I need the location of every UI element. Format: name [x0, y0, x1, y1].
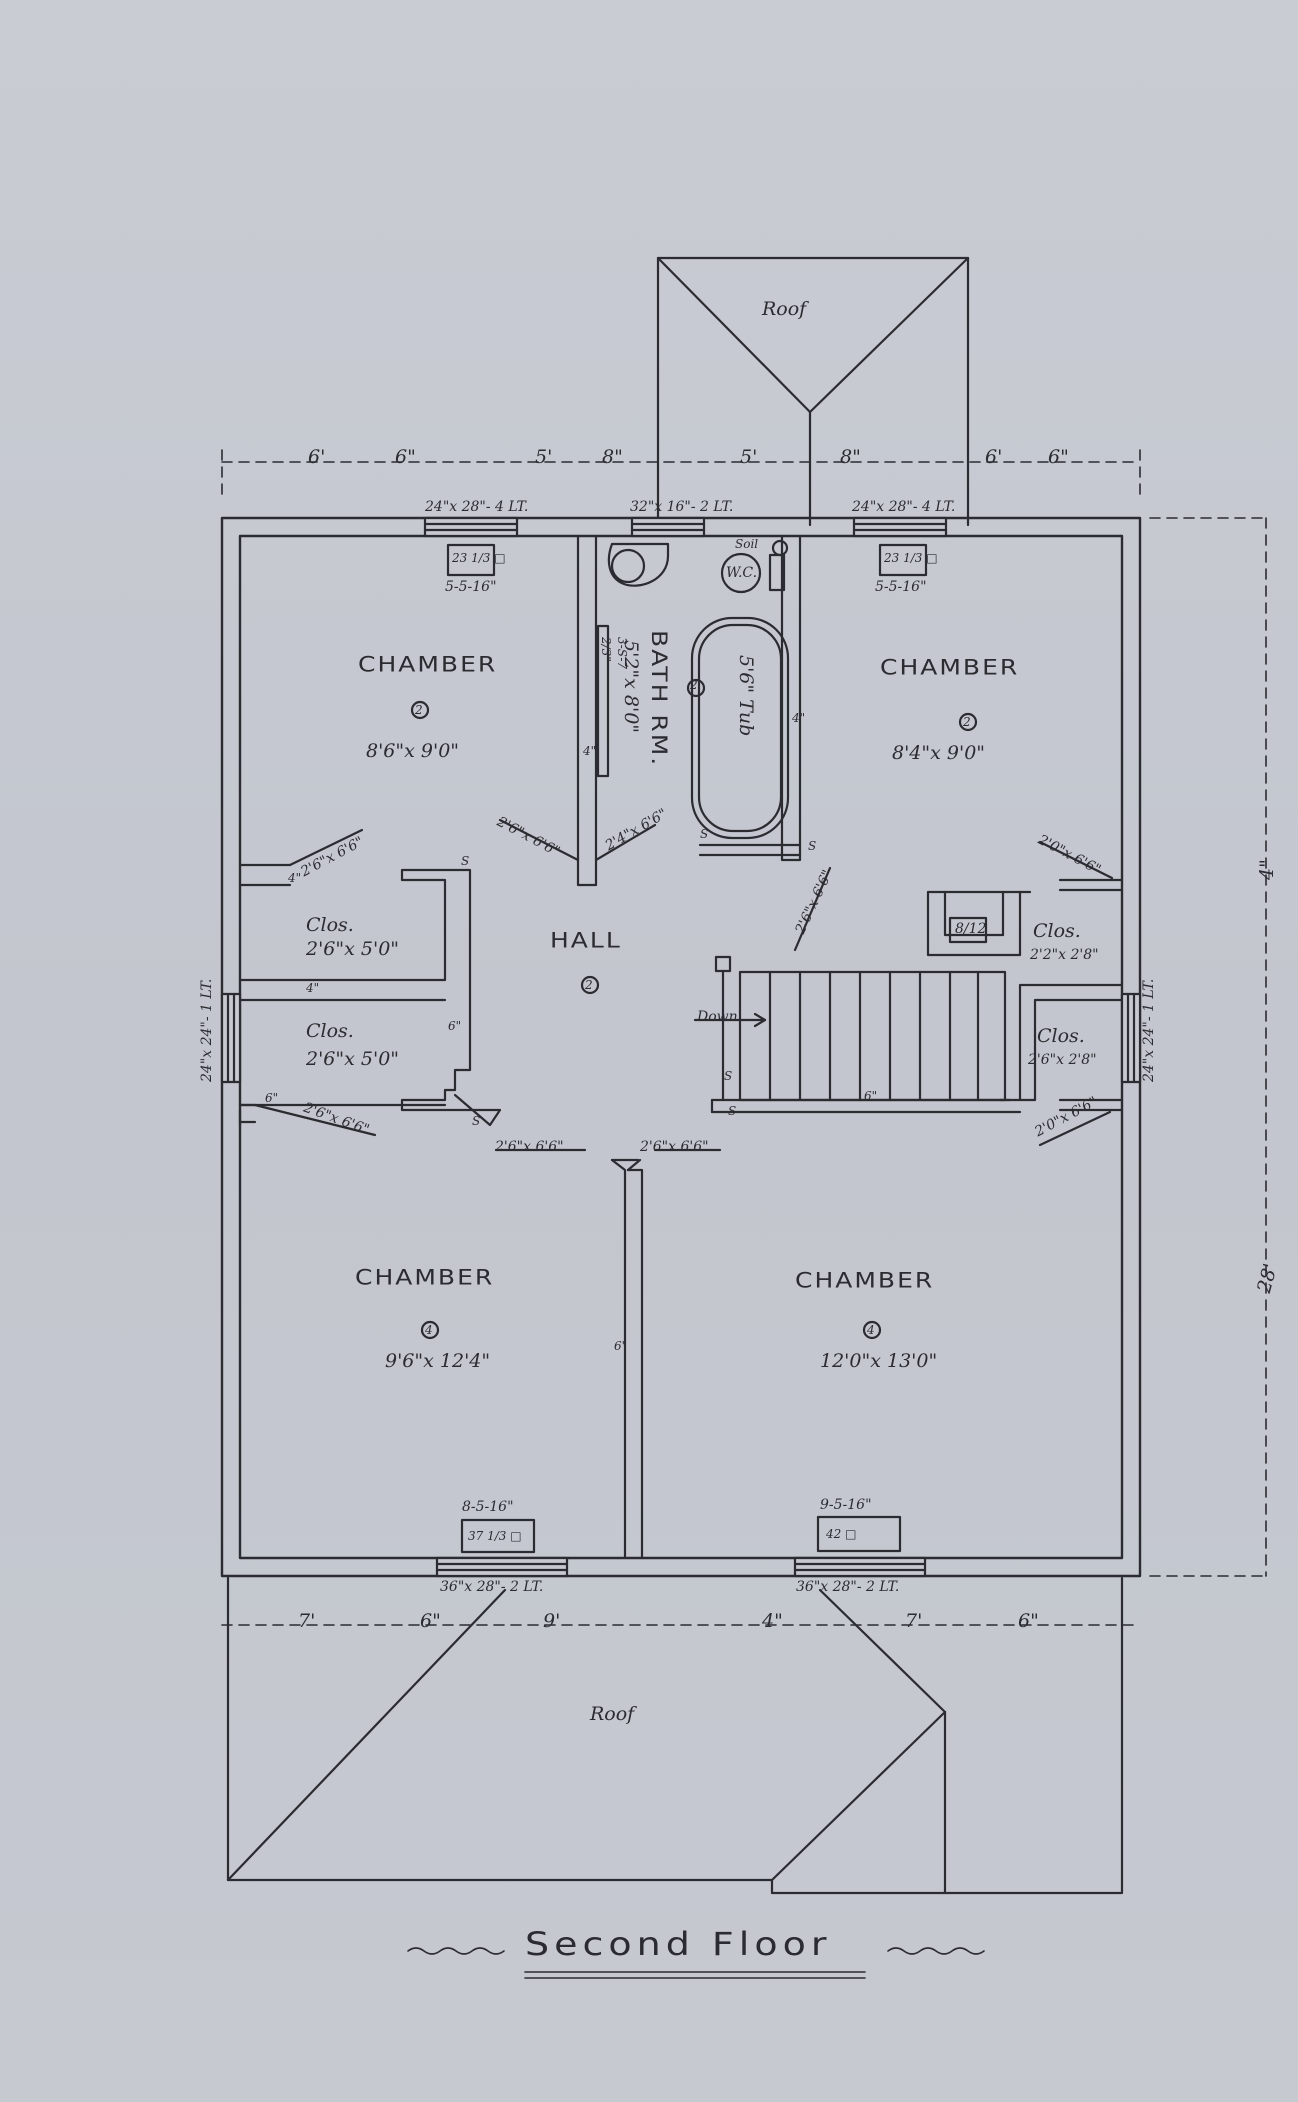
bottom-dim-5: 7' [905, 1610, 923, 1632]
bottom-dim-2: 6" [420, 1610, 441, 1632]
bottom-dim-6: 6" [1018, 1610, 1039, 1632]
interior-walls [238, 534, 1124, 1560]
outlet-sw: 4 [425, 1323, 433, 1337]
wall-mark-w6c: 6" [265, 1091, 279, 1105]
window-top-center-label: 32"x 16"- 2 LT. [630, 499, 734, 515]
outlet-nw: 2 [415, 703, 423, 717]
room-chamber-sw-size: 9'6"x 12'4" [385, 1350, 491, 1372]
door-7-size: 2'6"x 6'6" [495, 1139, 564, 1155]
closet-1-size: 2'6"x 5'0" [306, 938, 400, 960]
drawing-title: Second Floor [525, 1925, 832, 1963]
side-dim-upper: 4" [1256, 859, 1278, 880]
closet-4-name: Clos. [1037, 1025, 1085, 1047]
bath-trap2-label: 2/3" [599, 637, 613, 662]
bath-soil-label: Soil [735, 537, 759, 551]
outlet-hall: 2 [585, 978, 593, 992]
register-nw-pipe: 5-5-16" [445, 579, 497, 595]
room-chamber-se: CHAMBER [795, 1268, 935, 1293]
outlet-se: 4 [867, 1323, 875, 1337]
roof-rear-label: Roof [590, 1703, 635, 1725]
top-dim-6: 8" [840, 446, 861, 468]
closet-2-size: 2'6"x 5'0" [306, 1048, 400, 1070]
windows-top [423, 516, 948, 538]
windows-side [220, 992, 1142, 1084]
room-chamber-nw-size: 8'6"x 9'0" [366, 740, 460, 762]
wall-mark-w4d: 4" [792, 711, 806, 725]
room-chamber-ne: CHAMBER [880, 655, 1020, 680]
stair-box-label: 8/12 [955, 921, 987, 937]
register-ne-size: 23 1/3 □ [884, 551, 938, 565]
register-sw-size: 37 1/3 □ [468, 1529, 522, 1543]
top-dim-2: 6" [395, 446, 416, 468]
room-chamber-sw: CHAMBER [355, 1265, 495, 1290]
bottom-dim-1: 7' [298, 1610, 316, 1632]
wall-mark-w6a: 6" [448, 1019, 462, 1033]
wall-mark-s5: S [700, 827, 709, 841]
window-side-left-label: 24"x 24"- 1 LT. [199, 978, 215, 1082]
window-bottom-right-label: 36"x 28"- 2 LT. [796, 1579, 900, 1595]
register-se-pipe: 9-5-16" [820, 1497, 872, 1513]
bath-wc-label: W.C. [726, 565, 758, 581]
roof-rear [226, 1576, 1124, 1895]
wall-mark-s2: S [472, 1114, 481, 1128]
stair-down-label: Down [697, 1009, 738, 1025]
top-dim-4: 8" [602, 446, 623, 468]
room-chamber-ne-size: 8'4"x 9'0" [892, 742, 986, 764]
bottom-dim-4: 4" [762, 1610, 783, 1632]
wall-mark-s6: S [808, 839, 817, 853]
register-se-size: 42 □ [826, 1527, 857, 1541]
top-dim-7: 6' [985, 446, 1003, 468]
register-ne-pipe: 5-5-16" [875, 579, 927, 595]
windows-bottom [435, 1556, 927, 1578]
window-top-left-label: 24"x 28"- 4 LT. [425, 499, 529, 515]
closet-3-name: Clos. [1033, 920, 1081, 942]
window-top-right-label: 24"x 28"- 4 LT. [852, 499, 956, 515]
window-side-right-label: 24"x 24"- 1 LT. [1141, 978, 1157, 1082]
top-dim-3: 5' [535, 446, 553, 468]
wall-mark-s3: S [724, 1069, 733, 1083]
outlet-ne: 2 [963, 715, 971, 729]
wall-mark-s1: S [461, 854, 470, 868]
room-bath: BATH RM. [647, 630, 672, 768]
roof-front [656, 256, 970, 527]
wall-mark-w4b: 4" [306, 981, 320, 995]
door-8-size: 2'6"x 6'6" [640, 1139, 709, 1155]
room-chamber-se-size: 12'0"x 13'0" [820, 1350, 938, 1372]
closet-4-size: 2'6"x 2'8" [1028, 1052, 1097, 1068]
top-dim-5: 5' [740, 446, 758, 468]
closet-2-name: Clos. [306, 1020, 354, 1042]
wall-mark-w6d: 6" [864, 1089, 878, 1103]
room-chamber-nw: CHAMBER [358, 652, 498, 677]
roof-front-label: Roof [762, 298, 807, 320]
register-nw-size: 23 1/3 □ [452, 551, 506, 565]
top-dim-8: 6" [1048, 446, 1069, 468]
outlet-bath: 2 [690, 678, 698, 692]
title-flourish [407, 1947, 985, 1979]
closet-1-name: Clos. [306, 914, 354, 936]
dimension-lines [221, 449, 1267, 1626]
window-bottom-left-label: 36"x 28"- 2 LT. [440, 1579, 544, 1595]
wall-mark-s4: S [728, 1104, 737, 1118]
bath-tub-label: 5'6" Tub [735, 655, 757, 737]
wall-mark-w6b: 6" [614, 1339, 628, 1353]
room-hall: HALL [550, 928, 622, 953]
bath-trap-label: 3-S-7 [615, 637, 629, 670]
wall-mark-w4a: 4" [288, 871, 302, 885]
wall-mark-w4c: 4" [583, 744, 597, 758]
closet-3-size: 2'2"x 2'8" [1030, 947, 1099, 963]
top-dim-1: 6' [308, 446, 326, 468]
bottom-dim-3: 9' [543, 1610, 561, 1632]
register-sw-pipe: 8-5-16" [462, 1499, 514, 1515]
